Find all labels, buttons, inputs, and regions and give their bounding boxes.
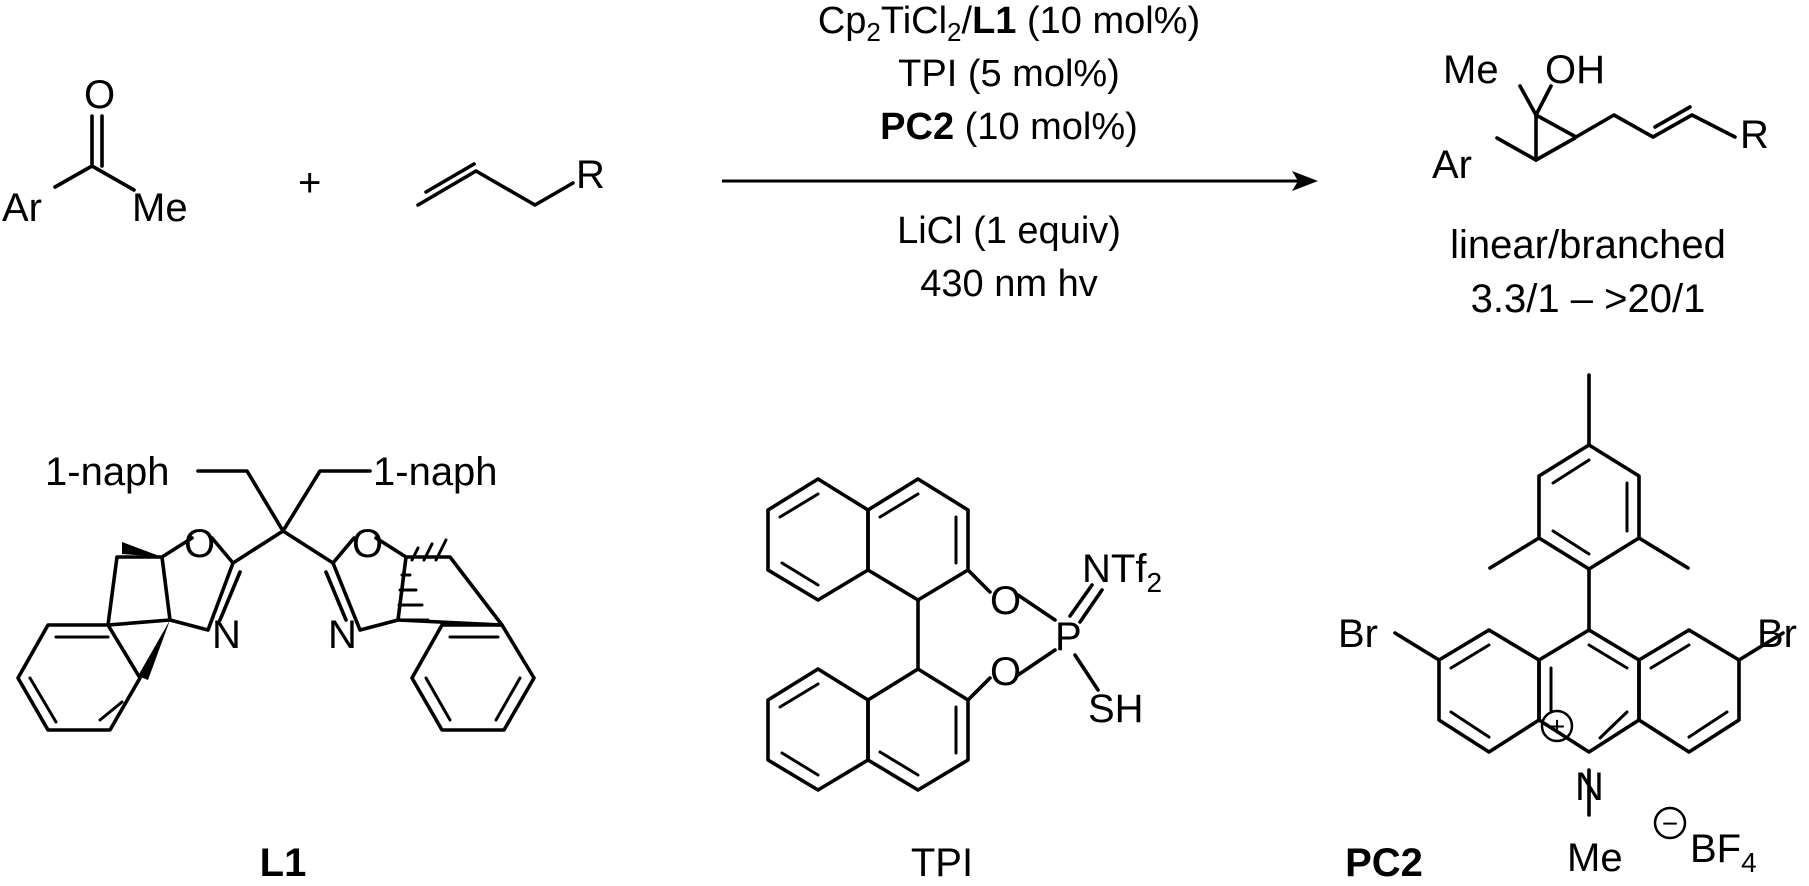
product-methyl-label: Me <box>1443 48 1499 92</box>
l1-left-benzene <box>16 623 142 732</box>
ketone-structure: O Ar Me <box>2 73 188 230</box>
l1-caption: L1 <box>260 841 307 885</box>
ketone-methyl-label: Me <box>132 186 188 230</box>
ketone-aryl-label: Ar <box>2 186 42 230</box>
tpi-phosphate-ring <box>966 568 1057 702</box>
l1-naph-left-label: 1-naph <box>45 450 170 494</box>
alkene-double-bond <box>424 162 476 194</box>
tpi-upper-ring-1 <box>766 477 870 602</box>
l1-left-indane <box>106 555 172 627</box>
tpi-oxygen-bottom: O <box>990 650 1021 694</box>
pc2-mesityl-ring <box>1537 443 1641 571</box>
tpi-lower-ring-1 <box>766 667 870 792</box>
l1-right-oxygen: O <box>352 522 383 566</box>
subscript: 2 <box>947 17 961 47</box>
pc2-plus-circle <box>1540 709 1574 743</box>
selectivity-label: linear/branched <box>1450 223 1726 267</box>
pc2-minus-sign: − <box>1662 808 1678 839</box>
tpi-ntf2: NTf2 <box>1082 547 1162 598</box>
l1-right-hash-2 <box>410 538 448 562</box>
pc2-plus-sign: + <box>1549 711 1565 742</box>
plus-sign: + <box>298 161 321 205</box>
condition-line-5: 430 nm hv <box>920 263 1097 305</box>
tpi-oxygen-top: O <box>990 579 1021 623</box>
condition-line-3: PC2 (10 mol%) <box>880 106 1138 148</box>
tpi-pn-double-2 <box>1078 588 1104 624</box>
tpi-lower-ring-2 <box>866 667 970 792</box>
tpi-structure: O O P NTf2 SH TPI <box>766 477 1162 885</box>
pc2-methyl: Me <box>1567 836 1623 880</box>
condition-line-1: Cp2TiCl2/L1 (10 mol%) <box>818 0 1200 47</box>
l1-right-indane <box>396 555 504 627</box>
l1-left-cn-double <box>218 570 242 622</box>
l1-left-wedge <box>138 620 170 680</box>
pc2-mesityl-methyls <box>1488 373 1690 570</box>
tpi-phosphorus: P <box>1055 615 1082 659</box>
l1-right-nitrogen: N <box>328 613 357 657</box>
pc2-nitrogen: N <box>1575 765 1604 809</box>
alkene-structure: R <box>416 153 605 207</box>
tpi-sh: SH <box>1088 687 1144 731</box>
tpi-lower-inner <box>778 682 958 777</box>
pc2-mesityl-inner <box>1551 458 1629 556</box>
tpi-pn-double-1 <box>1068 583 1094 618</box>
ligand-l1-structure: 1-naph 1-naph O N O N L1 <box>16 450 536 885</box>
pc2-bromine-right: Br <box>1757 612 1797 656</box>
pc2-bromine-left: Br <box>1338 612 1378 656</box>
product-hydroxyl-label: OH <box>1545 48 1605 92</box>
pc2-inner-bonds <box>1449 643 1729 740</box>
pc2-br-bonds <box>1393 631 1785 662</box>
pc2-structure: Br Br N + Me − BF4 PC2 <box>1338 373 1797 885</box>
tpi-upper-ring-2 <box>866 477 970 602</box>
subscript: 4 <box>1741 847 1757 878</box>
pc2-left-ring <box>1437 628 1541 754</box>
l1-left-benzene-inner <box>28 635 124 724</box>
pc2-right-ring <box>1637 628 1741 754</box>
product-structure: Me OH Ar R linear/branched 3.3/1 – >20/1 <box>1432 48 1769 321</box>
condition-line-4: LiCl (1 equiv) <box>897 210 1121 252</box>
l1-left-oxygen: O <box>184 522 215 566</box>
reaction-arrowhead <box>1292 171 1318 191</box>
l1-right-hash <box>396 573 430 622</box>
pc2-counterion: BF4 <box>1690 827 1757 878</box>
product-aryl-label: Ar <box>1432 143 1472 187</box>
selectivity-range: 3.3/1 – >20/1 <box>1471 277 1706 321</box>
pc2-minus-circle <box>1653 806 1687 840</box>
condition-line-2: TPI (5 mol%) <box>898 53 1120 95</box>
ketone-bond-ar <box>53 164 136 192</box>
l1-right-cn-double <box>324 570 348 622</box>
reaction-conditions: Cp2TiCl2/L1 (10 mol%) TPI (5 mol%) PC2 (… <box>722 0 1318 305</box>
tpi-ps-bond <box>1073 653 1100 692</box>
tpi-caption: TPI <box>911 841 973 885</box>
l1-naph-right-label: 1-naph <box>373 450 498 494</box>
l1-bridge <box>196 469 372 565</box>
pc2-caption: PC2 <box>1345 841 1423 885</box>
product-double-bond <box>1653 105 1692 129</box>
l1-left-wedge-top <box>122 542 162 557</box>
l1-right-benzene-inner <box>424 635 522 722</box>
tpi-upper-inner <box>778 492 958 587</box>
alkene-chain <box>416 169 575 207</box>
ketone-oxygen-label: O <box>84 73 115 117</box>
product-r-label: R <box>1740 113 1769 157</box>
product-chain <box>1518 84 1737 162</box>
subscript: 2 <box>1146 567 1162 598</box>
l1-right-benzene <box>410 623 536 732</box>
subscript: 2 <box>866 17 880 47</box>
alkene-r-label: R <box>576 153 605 197</box>
l1-left-nitrogen: N <box>212 613 241 657</box>
